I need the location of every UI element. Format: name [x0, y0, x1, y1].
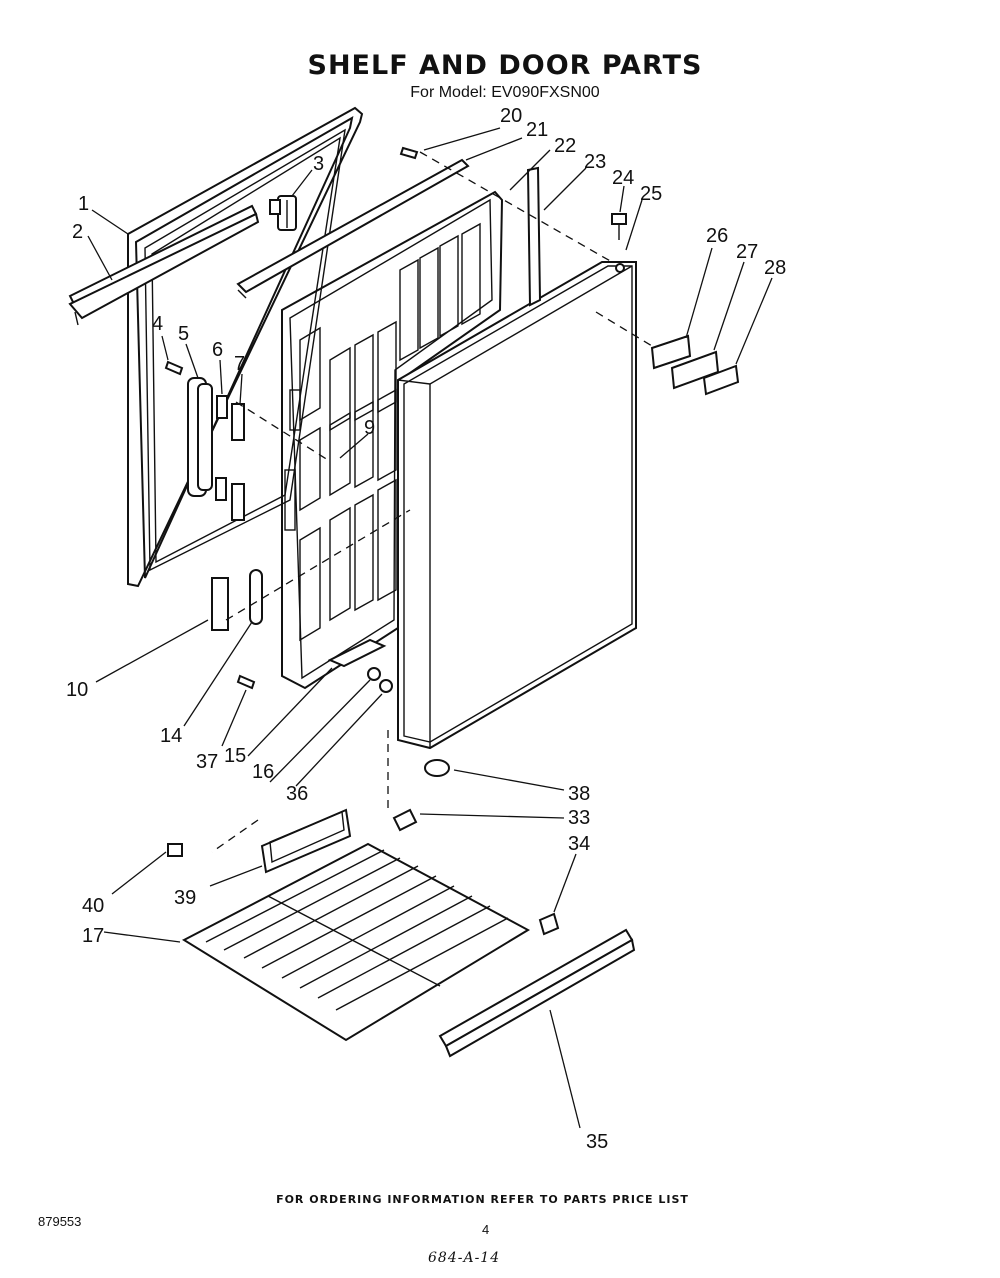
door-foot	[424, 759, 450, 777]
label-part-26: 26	[706, 225, 728, 247]
bottom-hinge-hardware	[236, 638, 393, 693]
leader-lines	[87, 127, 773, 1129]
label-part-14: 14	[160, 725, 182, 747]
hinge	[269, 195, 297, 231]
document-number: 879553	[38, 1214, 82, 1229]
alignment-lines	[211, 151, 653, 853]
label-part-23: 23	[584, 151, 606, 173]
label-part-10: 10	[66, 679, 88, 701]
nameplate-pieces	[650, 334, 740, 396]
part-number-labels: 1 2 3 4 5 6 7 9 10 14 15 16 17 20 21 22 …	[66, 105, 786, 1153]
label-part-40: 40	[82, 895, 104, 917]
label-part-25: 25	[640, 183, 662, 205]
breaker-strip	[260, 808, 352, 874]
door-latch	[211, 569, 263, 631]
label-part-38: 38	[568, 783, 590, 805]
label-part-20: 20	[500, 105, 522, 127]
ordering-note: FOR ORDERING INFORMATION REFER TO PARTS …	[276, 1193, 689, 1206]
label-part-39: 39	[174, 887, 196, 909]
shelf-support-right	[538, 912, 560, 936]
label-part-16: 16	[252, 761, 274, 783]
label-part-9: 9	[364, 417, 375, 439]
shelf-rail	[438, 928, 636, 1058]
model-subtitle: For Model: EV090FXSN00	[410, 84, 600, 101]
label-part-24: 24	[612, 167, 634, 189]
clip	[167, 843, 183, 857]
label-part-21: 21	[526, 119, 548, 141]
label-part-3: 3	[313, 153, 324, 175]
label-part-28: 28	[764, 257, 786, 279]
label-part-15: 15	[224, 745, 246, 767]
trim-strip	[68, 204, 260, 326]
top-trim-strips	[236, 146, 627, 307]
label-part-6: 6	[212, 339, 223, 361]
handwritten-note: 684-A-14	[428, 1250, 501, 1266]
label-part-36: 36	[286, 783, 308, 805]
label-part-5: 5	[178, 323, 189, 345]
door-handle	[164, 360, 245, 521]
outer-door-panel	[397, 261, 637, 750]
shelf-support	[392, 808, 418, 832]
label-part-22: 22	[554, 135, 576, 157]
label-part-4: 4	[152, 313, 163, 335]
page-number: 4	[482, 1222, 490, 1237]
label-part-34: 34	[568, 833, 590, 855]
label-part-7: 7	[234, 353, 245, 375]
label-part-37: 37	[196, 751, 218, 773]
door-gasket	[127, 106, 364, 588]
label-part-2: 2	[72, 221, 83, 243]
label-part-1: 1	[78, 193, 89, 215]
diagram-title: SHELF AND DOOR PARTS	[307, 50, 703, 81]
label-part-17: 17	[82, 925, 104, 947]
label-part-27: 27	[736, 241, 758, 263]
wire-shelf	[181, 842, 531, 1042]
label-part-33: 33	[568, 807, 590, 829]
label-part-35: 35	[586, 1131, 608, 1153]
